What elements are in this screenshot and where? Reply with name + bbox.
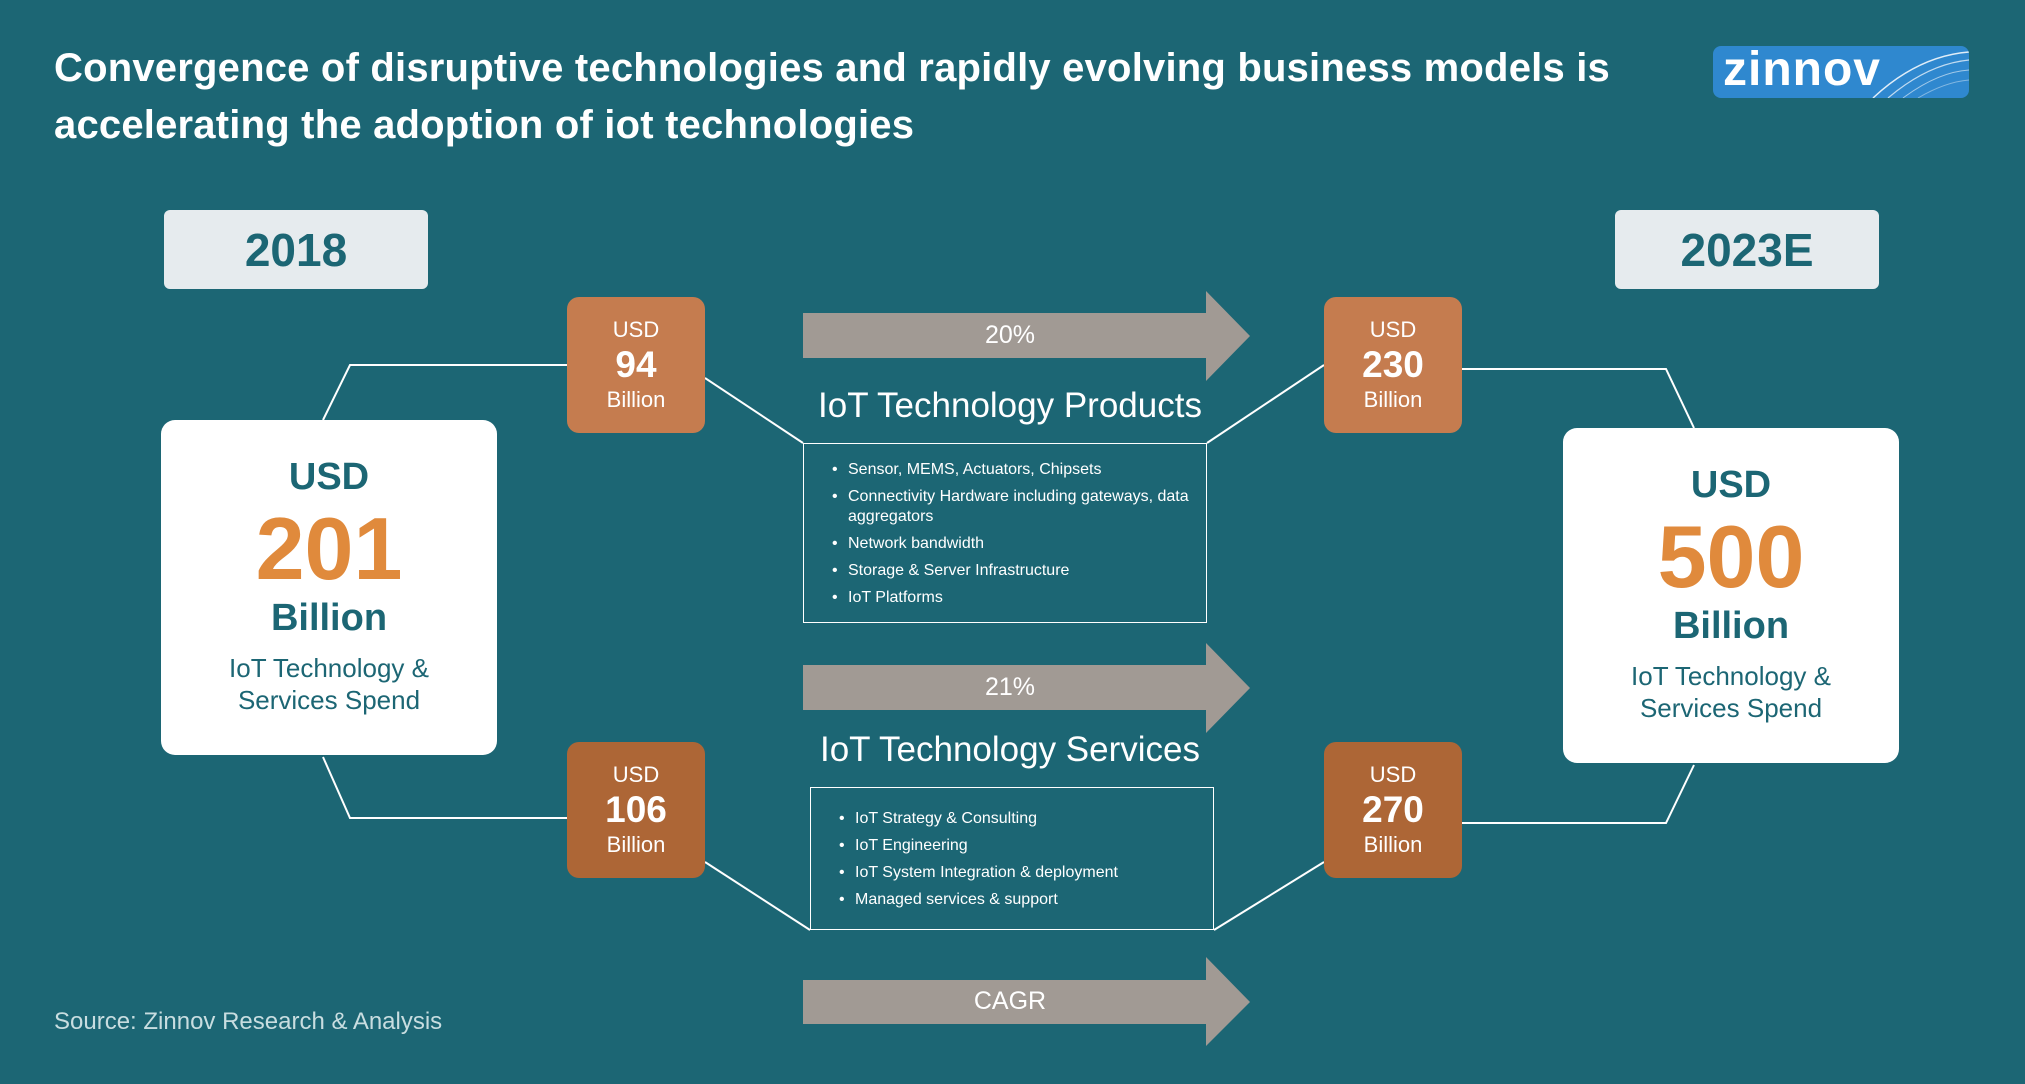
arrow-services xyxy=(803,643,1250,733)
connector-right-top xyxy=(1461,368,1695,429)
list-item: IoT Platforms xyxy=(832,588,1206,608)
products-left-currency: USD xyxy=(612,317,660,342)
connector-products-left xyxy=(704,377,804,444)
total-left-unit: Billion xyxy=(270,597,388,639)
list-item: Connectivity Hardware including gateways… xyxy=(832,487,1206,527)
services-right-box: USD 270 Billion xyxy=(1324,742,1462,878)
list-item: Network bandwidth xyxy=(832,534,1206,554)
logo-swoosh-icon xyxy=(1872,51,1969,98)
products-left-box: USD 94 Billion xyxy=(567,297,705,433)
total-right-desc: IoT Technology & Services Spend xyxy=(1631,661,1831,723)
services-left-box: USD 106 Billion xyxy=(567,742,705,878)
total-left-desc: IoT Technology & Services Spend xyxy=(229,653,429,715)
total-left-currency: USD xyxy=(288,456,370,498)
connector-services-right xyxy=(1213,861,1325,931)
services-right-value: 270 xyxy=(1362,789,1424,830)
list-item: Sensor, MEMS, Actuators, Chipsets xyxy=(832,460,1206,480)
services-list: IoT Strategy & ConsultingIoT Engineering… xyxy=(811,809,1213,910)
year-label-2018: 2018 xyxy=(164,210,428,289)
connector-left-top xyxy=(322,364,568,421)
page-title: Convergence of disruptive technologies a… xyxy=(54,46,1610,147)
arrow-legend xyxy=(803,957,1250,1046)
year-label-2023e: 2023E xyxy=(1615,210,1879,289)
services-left-value: 106 xyxy=(605,789,667,830)
products-right-unit: Billion xyxy=(1363,387,1423,412)
services-left-unit: Billion xyxy=(606,832,666,857)
products-left-unit: Billion xyxy=(606,387,666,412)
connector-services-left xyxy=(704,861,811,931)
list-item: IoT Engineering xyxy=(839,836,1213,856)
services-title: IoT Technology Services xyxy=(819,730,1201,769)
products-list: Sensor, MEMS, Actuators, ChipsetsConnect… xyxy=(804,460,1206,608)
cagr-legend-label: CAGR xyxy=(973,987,1047,1015)
list-item: Managed services & support xyxy=(839,890,1213,910)
total-left-value: 201 xyxy=(255,499,403,598)
products-title: IoT Technology Products xyxy=(818,386,1202,425)
connector-right-bottom xyxy=(1461,764,1695,824)
products-cagr-label: 20% xyxy=(984,321,1036,349)
products-right-box: USD 230 Billion xyxy=(1324,297,1462,433)
services-right-currency: USD xyxy=(1369,762,1417,787)
total-right-unit: Billion xyxy=(1672,605,1790,647)
products-right-currency: USD xyxy=(1369,317,1417,342)
services-left-currency: USD xyxy=(612,762,660,787)
products-right-value: 230 xyxy=(1362,344,1424,385)
connector-products-right xyxy=(1206,364,1325,444)
services-right-unit: Billion xyxy=(1363,832,1423,857)
list-item: Storage & Server Infrastructure xyxy=(832,561,1206,581)
products-left-value: 94 xyxy=(615,344,657,385)
list-item: IoT Strategy & Consulting xyxy=(839,809,1213,829)
services-list-box: IoT Strategy & ConsultingIoT Engineering… xyxy=(810,787,1214,930)
total-right-value: 500 xyxy=(1657,507,1805,606)
arrow-products xyxy=(803,291,1250,381)
products-list-box: Sensor, MEMS, Actuators, ChipsetsConnect… xyxy=(803,443,1207,623)
source-note: Source: Zinnov Research & Analysis xyxy=(54,1008,443,1035)
zinnov-logo: zinnov xyxy=(1713,46,1969,98)
total-right-card: USD 500 Billion IoT Technology & Service… xyxy=(1563,428,1899,763)
total-right-currency: USD xyxy=(1690,464,1772,506)
total-left-card: USD 201 Billion IoT Technology & Service… xyxy=(161,420,497,755)
logo-text: zinnov xyxy=(1723,46,1881,96)
connector-left-bottom xyxy=(322,756,568,819)
list-item: IoT System Integration & deployment xyxy=(839,863,1213,883)
services-cagr-label: 21% xyxy=(984,673,1036,701)
